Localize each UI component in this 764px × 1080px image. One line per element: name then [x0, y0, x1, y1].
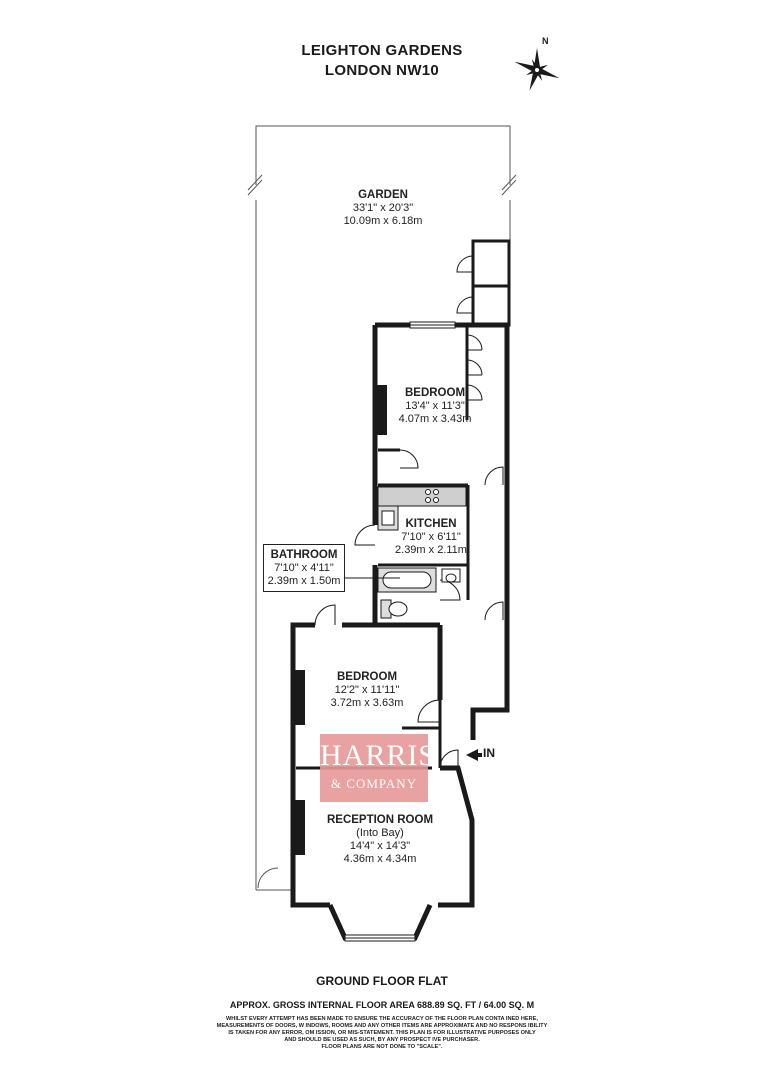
front-bedroom-label: BEDROOM 12'2" x 11'11" 3.72m x 3.63m: [322, 671, 412, 710]
floor-name: GROUND FLOOR FLAT: [316, 974, 448, 988]
kitchen-units: [377, 486, 467, 531]
reception-chimney: [293, 800, 305, 855]
bay-window: [344, 934, 416, 942]
garden-metric: 10.09m x 6.18m: [343, 215, 423, 227]
gross-area: APPROX. GROSS INTERNAL FLOOR AREA 688.89…: [229, 1000, 535, 1010]
garden-name: GARDEN: [358, 189, 408, 201]
door-swings: [314, 449, 504, 769]
rear-bedroom-chimney: [375, 385, 387, 435]
reception-metric: 4.36m x 4.34m: [343, 853, 417, 865]
garden-label: GARDEN 33'1" x 20'3" 10.09m x 6.18m: [318, 189, 448, 228]
rear-bedroom-imperial: 13'4" x 11'3": [405, 400, 465, 412]
front-bedroom-chimney: [293, 670, 305, 725]
kitchen-imperial: 7'10" x 6'11": [401, 531, 461, 543]
rear-window: [409, 321, 456, 329]
reception-label: RECEPTION ROOM (Into Bay) 14'4" x 14'3" …: [315, 814, 445, 866]
watermark-line2: & COMPANY: [330, 776, 418, 791]
disclaimer-line-3: IS TAKEN FOR ANY ERROR, OM ISSION, OR MI…: [228, 1030, 536, 1036]
rear-bedroom-name: BEDROOM: [404, 387, 466, 399]
compass-north-label: N: [542, 36, 549, 46]
kitchen-name: KITCHEN: [405, 518, 457, 530]
property-street-title: LEIGHTON GARDENS: [301, 42, 463, 59]
garden-boundary: [247, 125, 517, 891]
rear-bedroom-wardrobe: [466, 334, 483, 401]
bathroom-label: BATHROOM 7'10" x 4'11" 2.39m x 1.50m: [263, 549, 345, 588]
property-area-title: LONDON NW10: [324, 62, 440, 79]
disclaimer-line-5: FLOOR PLANS ARE NOT DONE TO "SCALE".: [321, 1044, 443, 1050]
entrance-arrow-icon: [466, 749, 482, 761]
bathroom-metric: 2.39m x 1.50m: [267, 575, 341, 587]
watermark-line1: HARRIS: [320, 739, 437, 772]
kitchen-label: KITCHEN 7'10" x 6'11" 2.39m x 2.11m: [389, 518, 473, 557]
front-bedroom-name: BEDROOM: [336, 671, 398, 683]
bathroom-imperial: 7'10" x 4'11": [274, 562, 334, 574]
reception-name: RECEPTION ROOM: [326, 814, 434, 826]
disclaimer-line-1: WHILST EVERY ATTEMPT HAS BEEN MADE TO EN…: [226, 1016, 538, 1022]
entrance-label: IN: [483, 746, 495, 760]
compass-rose-icon: [514, 48, 560, 91]
garden-imperial: 33'1" x 20'3": [352, 202, 414, 214]
harris-company-watermark: HARRIS & COMPANY: [320, 734, 437, 802]
kitchen-metric: 2.39m x 2.11m: [395, 544, 467, 556]
reception-imperial: 14'4" x 14'3": [349, 840, 411, 852]
bathroom-name: BATHROOM: [270, 549, 338, 561]
disclaimer-line-4: AND SHOULD BE USED AS SUCH, BY ANY PROSP…: [284, 1037, 480, 1043]
bathroom-fixtures: [377, 567, 461, 619]
bathroom-callout-box: [263, 544, 345, 592]
rear-bedroom-metric: 4.07m x 3.43m: [398, 413, 472, 425]
building-walls: [290, 322, 510, 941]
front-bedroom-metric: 3.72m x 3.63m: [330, 697, 404, 709]
rear-bedroom-label: BEDROOM 13'4" x 11'3" 4.07m x 3.43m: [392, 387, 478, 426]
front-bedroom-imperial: 12'2" x 11'11": [334, 684, 400, 696]
garden-stores: [456, 239, 511, 327]
reception-note: (Into Bay): [356, 827, 404, 839]
disclaimer-line-2: MEASUREMENTS OF DOORS, W INDOWS, ROOMS A…: [216, 1023, 548, 1029]
